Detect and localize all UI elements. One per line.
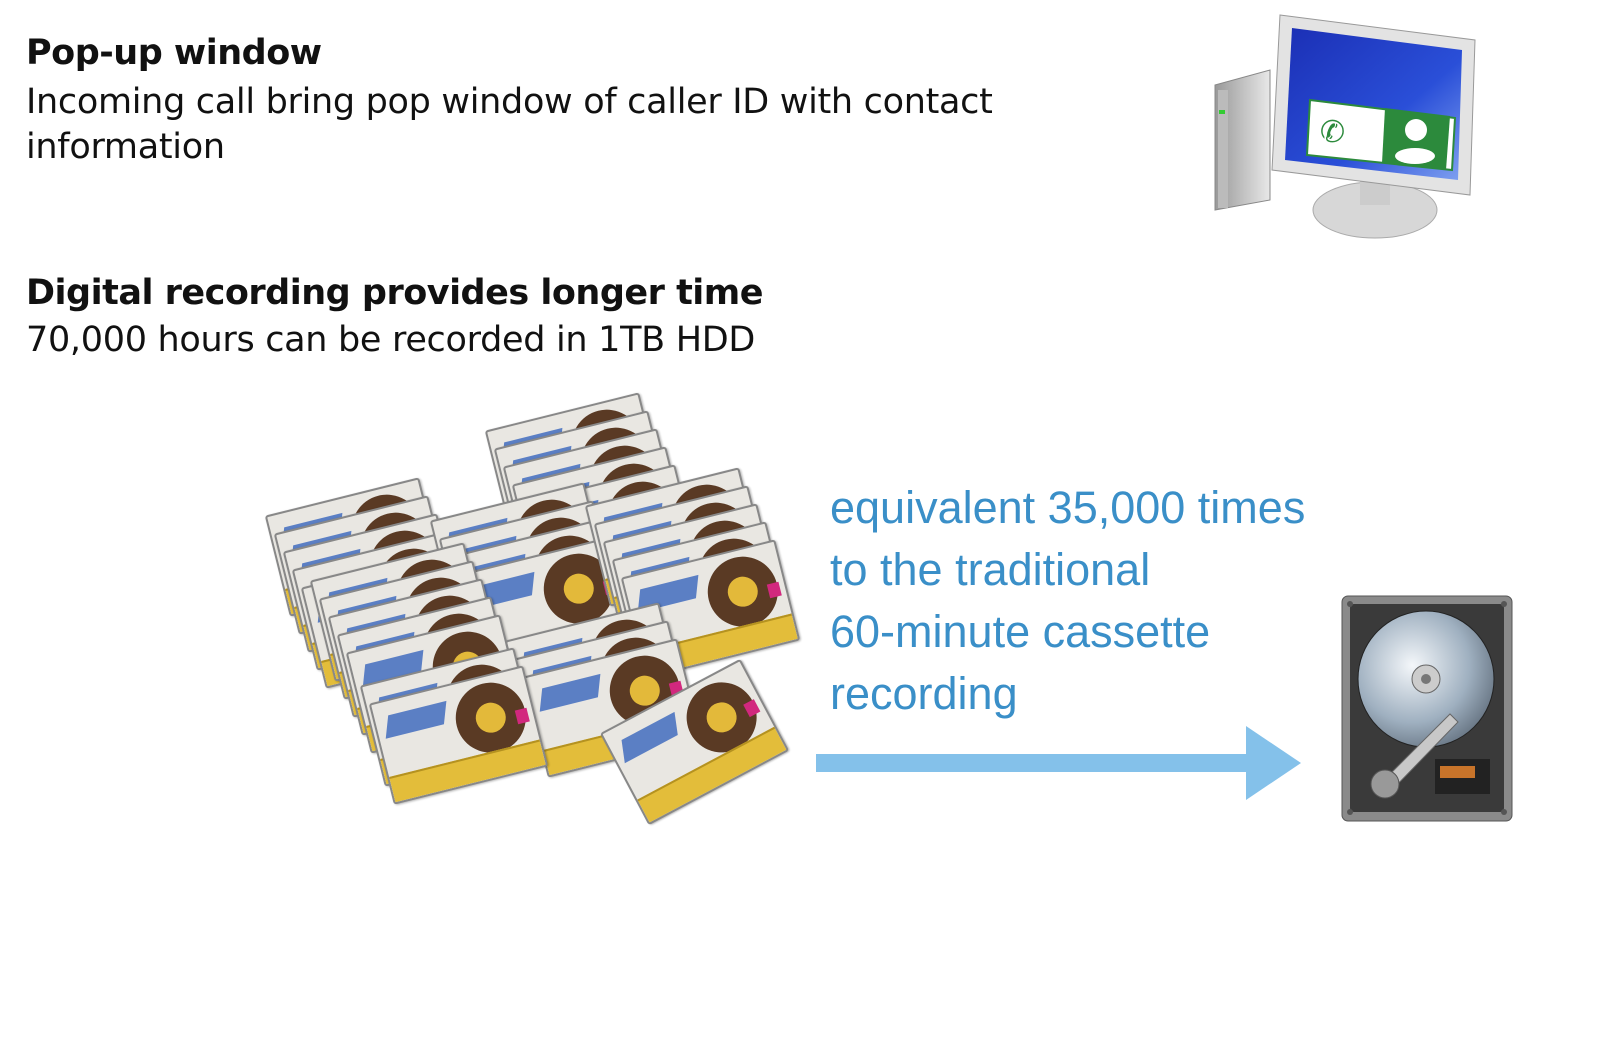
arrow-right-icon — [816, 726, 1301, 800]
comparison-line4: recording — [830, 668, 1018, 719]
comparison-line1: equivalent 35,000 times — [830, 482, 1306, 533]
hard-disk-drive-icon — [1341, 595, 1513, 822]
cassette-stack-icon — [260, 392, 810, 855]
popup-description-line1: Incoming call bring pop window of caller… — [26, 82, 993, 122]
computer-with-caller-id-icon: ✆ — [1214, 14, 1476, 239]
recording-title: Digital recording provides longer time — [26, 273, 764, 313]
comparison-line3: 60-minute cassette — [830, 606, 1211, 657]
comparison-line2: to the traditional — [830, 544, 1151, 595]
recording-subtitle: 70,000 hours can be recorded in 1TB HDD — [26, 320, 756, 360]
svg-text:✆: ✆ — [1320, 115, 1345, 150]
popup-title: Pop-up window — [26, 33, 322, 73]
popup-description-line2: information — [26, 127, 225, 167]
